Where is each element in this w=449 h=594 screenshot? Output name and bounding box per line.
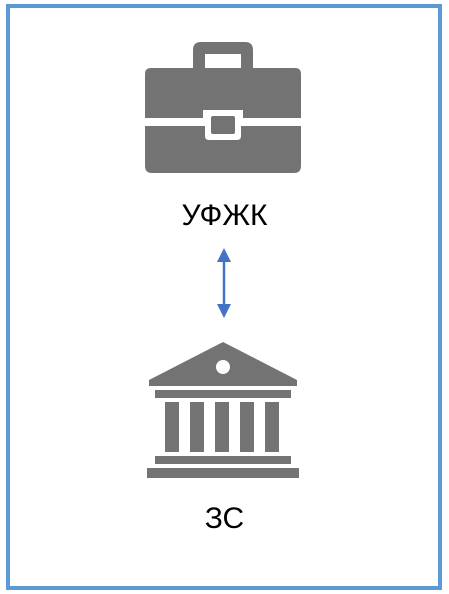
bottom-entity-label: ЗС	[204, 502, 245, 535]
briefcase-icon	[145, 42, 301, 173]
government-building-icon	[147, 342, 299, 478]
top-entity-label: УФЖК	[181, 199, 268, 232]
double-arrow-icon	[217, 248, 231, 318]
